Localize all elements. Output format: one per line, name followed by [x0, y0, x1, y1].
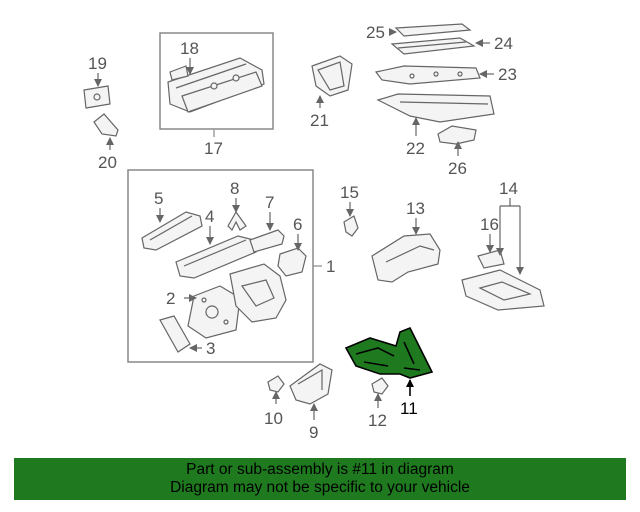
part-25-cowl-top: [394, 23, 472, 37]
part-7-bracket: [249, 229, 285, 253]
exploded-parts-diagram: 1 2 3 4 5 6 7 8 9 10 11 12 13 14 15 16 1…: [83, 23, 545, 442]
part-20-gusset: [93, 113, 119, 137]
callout-19: 19: [88, 54, 107, 73]
part-5-rail: [141, 211, 203, 251]
part-wheelhouse: [229, 263, 287, 323]
callout-15: 15: [340, 183, 359, 202]
callout-12: 12: [368, 411, 387, 430]
banner-line-part: Part or sub-assembly is #11 in diagram: [186, 461, 454, 478]
callout-20: 20: [98, 153, 117, 172]
banner-line-disclaimer: Diagram may not be specific to your vehi…: [170, 479, 470, 496]
part-18-rail-assembly: [167, 57, 265, 113]
part-9-bracket: [289, 363, 333, 405]
part-21-bracket: [311, 55, 353, 97]
part-22-cowl-lower: [376, 93, 495, 123]
part-6-bracket: [277, 247, 307, 277]
part-10-bolt: [267, 375, 285, 393]
part-26-bracket: [437, 125, 477, 145]
info-banner: Part or sub-assembly is #11 in diagram D…: [14, 458, 626, 500]
callout-4: 4: [205, 207, 214, 226]
part-3-bracket: [159, 315, 191, 353]
part-14-pan: [461, 269, 545, 311]
callout-10: 10: [264, 409, 283, 428]
callout-2: 2: [166, 289, 175, 308]
callout-22: 22: [406, 139, 425, 158]
callout-16: 16: [480, 215, 499, 234]
callout-9: 9: [309, 423, 318, 442]
callout-24: 24: [494, 34, 513, 53]
part-13-cover: [371, 233, 441, 283]
callout-1: 1: [326, 257, 335, 276]
callout-26: 26: [448, 159, 467, 178]
callout-21: 21: [310, 111, 329, 130]
callout-18: 18: [180, 39, 199, 58]
callout-23: 23: [498, 65, 517, 84]
part-2-apron: [187, 285, 241, 339]
callout-25: 25: [366, 23, 385, 42]
callout-11: 11: [400, 399, 418, 418]
callout-17: 17: [204, 139, 223, 158]
callout-6: 6: [293, 215, 302, 234]
part-19-bracket: [83, 85, 111, 109]
callout-14: 14: [499, 179, 518, 198]
callout-13: 13: [406, 199, 425, 218]
group-box-17: [159, 32, 274, 130]
part-12-clip: [371, 377, 389, 395]
part-15-clip: [343, 215, 359, 237]
callout-7: 7: [265, 193, 274, 212]
part-11-highlighted[interactable]: [344, 326, 434, 379]
callout-8: 8: [230, 179, 239, 198]
callout-5: 5: [154, 189, 163, 208]
part-23-cowl-inner: [374, 65, 481, 85]
callout-3: 3: [206, 339, 215, 358]
part-24-cowl-panel: [390, 37, 476, 55]
part-8-gusset: [227, 210, 247, 232]
